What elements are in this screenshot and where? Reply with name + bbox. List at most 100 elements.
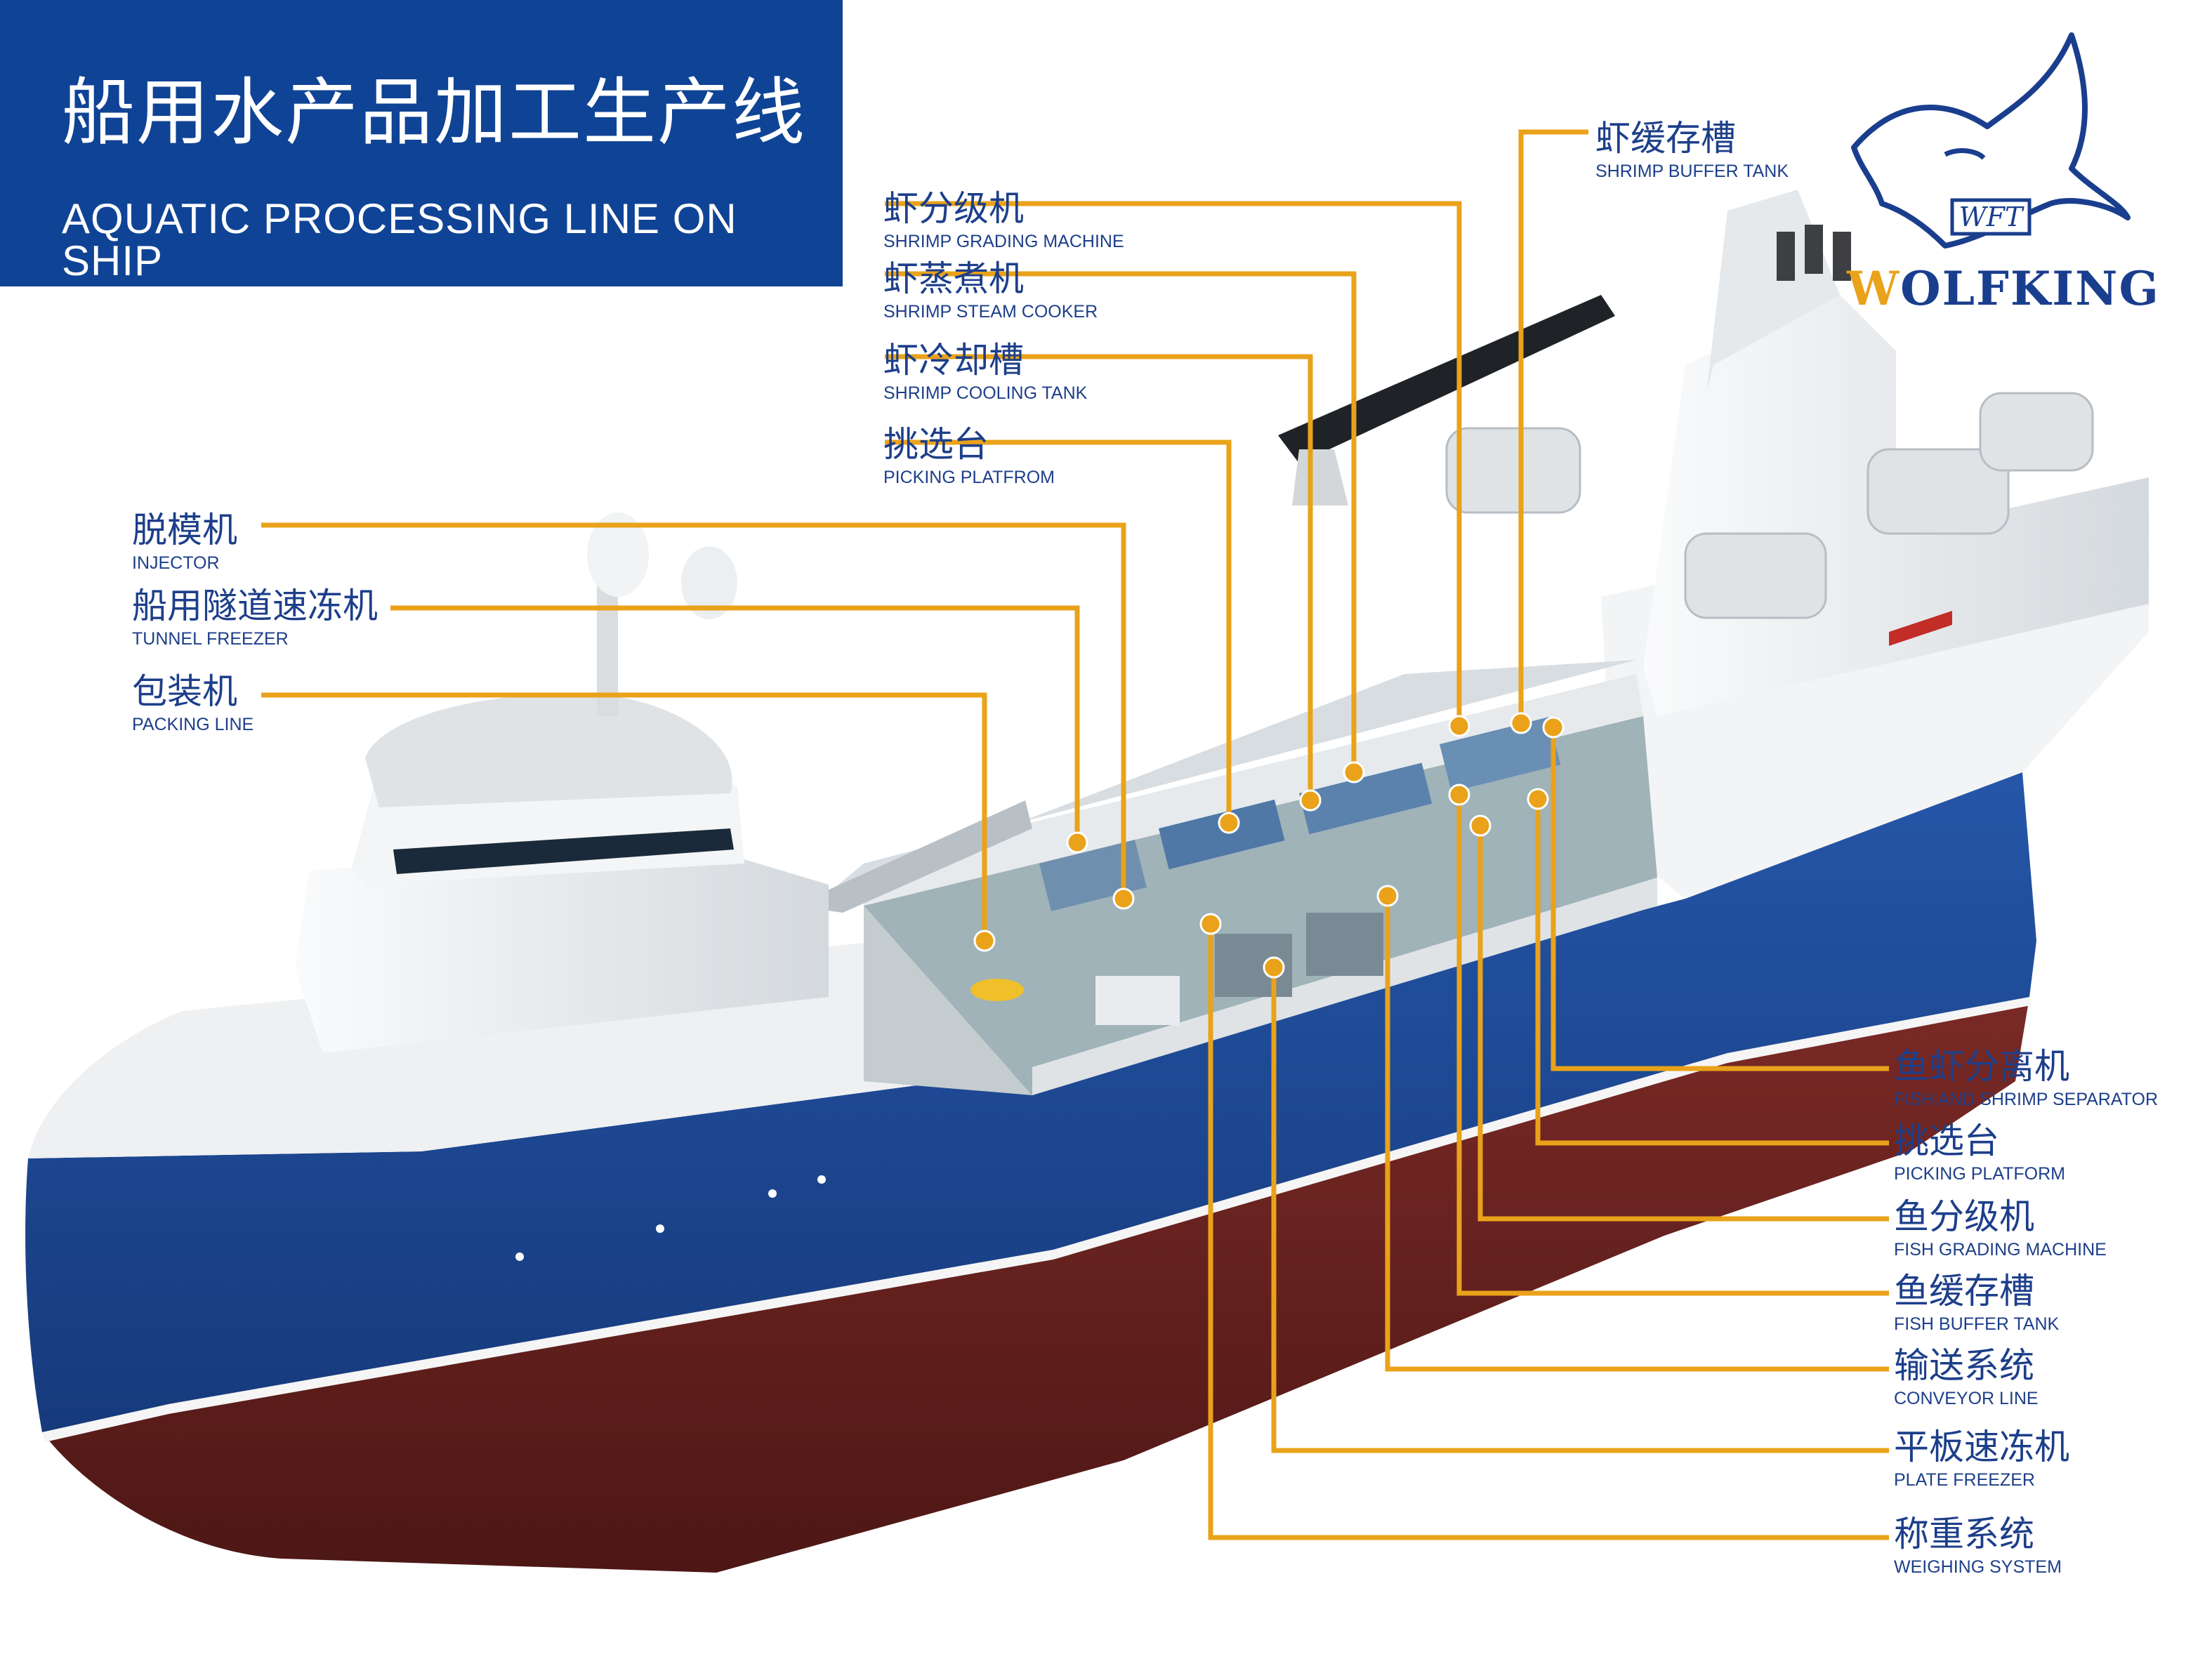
label-separator: 鱼虾分离机 FISH AND SHRIMP SEPARATOR xyxy=(1894,1049,2158,1109)
callout-dot-shrimp-steam xyxy=(1343,761,1365,784)
label-fish-grading-cn: 鱼分级机 xyxy=(1894,1196,2034,1237)
label-shrimp-steam: 虾蒸煮机 SHRIMP STEAM COOKER xyxy=(883,261,1098,321)
leader-line-injector xyxy=(261,522,1126,899)
label-fish-buffer-cn: 鱼缓存槽 xyxy=(1894,1271,2034,1311)
label-picking-right-en: PICKING PLATFORM xyxy=(1894,1164,2066,1184)
aft-tanks xyxy=(1445,392,2094,619)
logo-wordmark-initial: W xyxy=(1847,261,1901,316)
logo-wordmark-rest: OLFKING xyxy=(1900,261,2160,316)
label-tunnel-freezer-cn: 船用隧道速冻机 xyxy=(132,586,378,626)
callout-dot-shrimp-cooling xyxy=(1299,789,1322,812)
leader-line-plate-freezer xyxy=(1271,967,1889,1453)
label-weighing: 称重系统 WEIGHING SYSTEM xyxy=(1894,1516,2062,1576)
label-packing-en: PACKING LINE xyxy=(132,715,254,734)
label-fish-grading: 鱼分级机 FISH GRADING MACHINE xyxy=(1894,1199,2107,1259)
leader-line-shrimp-buffer-tank xyxy=(1518,129,1588,723)
label-plate-freezer-cn: 平板速冻机 xyxy=(1894,1427,2069,1467)
label-picking-top-cn: 挑选台 xyxy=(883,424,989,465)
hull-blue-band xyxy=(25,772,2037,1432)
label-fish-buffer: 鱼缓存槽 FISH BUFFER TANK xyxy=(1894,1274,2059,1333)
leader-line-weighing xyxy=(1208,924,1889,1540)
label-fish-grading-en: FISH GRADING MACHINE xyxy=(1894,1240,2107,1260)
bridge-block xyxy=(295,842,829,1053)
processing-deck-wall xyxy=(864,906,1032,1095)
label-shrimp-buffer-tank-en: SHRIMP BUFFER TANK xyxy=(1595,161,1789,181)
callout-dot-picking-top xyxy=(1218,812,1240,834)
label-picking-right-cn: 挑选台 xyxy=(1894,1121,1999,1161)
label-plate-freezer-en: PLATE FREEZER xyxy=(1894,1470,2035,1490)
radar-dome-left xyxy=(587,513,649,597)
label-weighing-en: WEIGHING SYSTEM xyxy=(1894,1557,2062,1577)
crane-arm xyxy=(1278,295,1615,463)
processing-deck-side xyxy=(1032,878,1657,1095)
leader-line-packing xyxy=(261,692,987,941)
leader-line-fish-grading xyxy=(1477,826,1889,1222)
crane-base xyxy=(1292,449,1348,505)
leader-line-picking-right xyxy=(1535,799,1889,1146)
hull-bottom xyxy=(42,997,2029,1573)
callout-dot-packing xyxy=(973,930,996,952)
label-packing-cn: 包装机 xyxy=(132,671,237,712)
label-injector: 脱模机 INJECTOR xyxy=(132,513,237,572)
label-shrimp-grading: 虾分级机 SHRIMP GRADING MACHINE xyxy=(883,191,1124,251)
funnel-exhausts xyxy=(1777,225,1851,281)
bridge-top xyxy=(365,694,732,807)
callout-dot-separator xyxy=(1542,716,1565,739)
label-shrimp-grading-en: SHRIMP GRADING MACHINE xyxy=(883,232,1124,251)
label-shrimp-buffer-tank-cn: 虾缓存槽 xyxy=(1595,118,1736,159)
leader-line-conveyor xyxy=(1385,896,1889,1372)
callout-dot-conveyor xyxy=(1376,885,1399,907)
label-picking-top-en: PICKING PLATFROM xyxy=(883,468,1055,487)
title-english: AQUATIC PROCESSING LINE ON SHIP xyxy=(62,195,737,284)
bridge-windows xyxy=(393,828,734,874)
label-picking-top: 挑选台 PICKING PLATFROM xyxy=(883,427,1055,487)
aft-red-panel xyxy=(1889,611,1952,646)
title-box: 船用水产品加工生产线 AQUATIC PROCESSING LINE ON SH… xyxy=(0,0,843,286)
title-chinese: 船用水产品加工生产线 xyxy=(62,70,807,155)
leader-line-tunnel-freezer xyxy=(390,605,1080,842)
label-conveyor-cn: 输送系统 xyxy=(1894,1345,2034,1386)
label-tunnel-freezer: 船用隧道速冻机 TUNNEL FREEZER xyxy=(132,588,378,648)
radar-dome-right xyxy=(681,546,737,619)
leader-line-fish-buffer xyxy=(1456,795,1889,1296)
callout-dot-picking-right xyxy=(1527,788,1549,810)
callout-dot-fish-buffer xyxy=(1448,784,1470,806)
label-separator-en: FISH AND SHRIMP SEPARATOR xyxy=(1894,1090,2159,1109)
logo-wordmark: WOLFKING xyxy=(1847,265,2160,312)
midship-bulwark xyxy=(794,800,1032,913)
deck-rear-wall xyxy=(864,674,1643,906)
label-picking-right: 挑选台 PICKING PLATFORM xyxy=(1894,1123,2065,1183)
callout-dot-tunnel-freezer xyxy=(1066,831,1088,854)
callout-dot-plate-freezer xyxy=(1263,956,1285,979)
label-shrimp-cooling-en: SHRIMP COOLING TANK xyxy=(883,383,1088,403)
lifeboat xyxy=(970,979,1024,1001)
callout-dot-shrimp-grading xyxy=(1448,715,1470,737)
callout-dot-fish-grading xyxy=(1469,814,1492,837)
callout-dot-weighing xyxy=(1199,913,1222,935)
label-packing: 包装机 PACKING LINE xyxy=(132,674,254,734)
logo-badge: WFT xyxy=(1959,201,2025,232)
label-tunnel-freezer-en: TUNNEL FREEZER xyxy=(132,629,289,649)
waterline-stripe xyxy=(42,997,2031,1442)
leader-line-separator xyxy=(1551,727,1889,1071)
leader-line-picking-top xyxy=(885,439,1232,823)
label-plate-freezer: 平板速冻机 PLATE FREEZER xyxy=(1894,1429,2069,1489)
leader-line-shrimp-cooling xyxy=(885,354,1313,800)
leader-line-shrimp-steam xyxy=(885,271,1357,772)
label-shrimp-steam-cn: 虾蒸煮机 xyxy=(883,258,1024,299)
label-shrimp-buffer-tank: 虾缓存槽 SHRIMP BUFFER TANK xyxy=(1595,121,1789,180)
label-shrimp-grading-cn: 虾分级机 xyxy=(883,188,1024,229)
label-injector-cn: 脱模机 xyxy=(132,510,237,550)
leader-line-shrimp-grading xyxy=(885,201,1462,726)
label-injector-en: INJECTOR xyxy=(132,553,220,573)
portholes xyxy=(515,1175,826,1261)
label-conveyor: 输送系统 CONVEYOR LINE xyxy=(1894,1348,2039,1408)
label-shrimp-steam-en: SHRIMP STEAM COOKER xyxy=(883,302,1098,322)
wolf-head-icon: WFT xyxy=(1851,32,2131,249)
label-separator-cn: 鱼虾分离机 xyxy=(1894,1046,2069,1087)
callout-dot-shrimp-buffer-tank xyxy=(1510,712,1532,734)
label-fish-buffer-en: FISH BUFFER TANK xyxy=(1894,1314,2060,1334)
label-conveyor-en: CONVEYOR LINE xyxy=(1894,1389,2039,1408)
